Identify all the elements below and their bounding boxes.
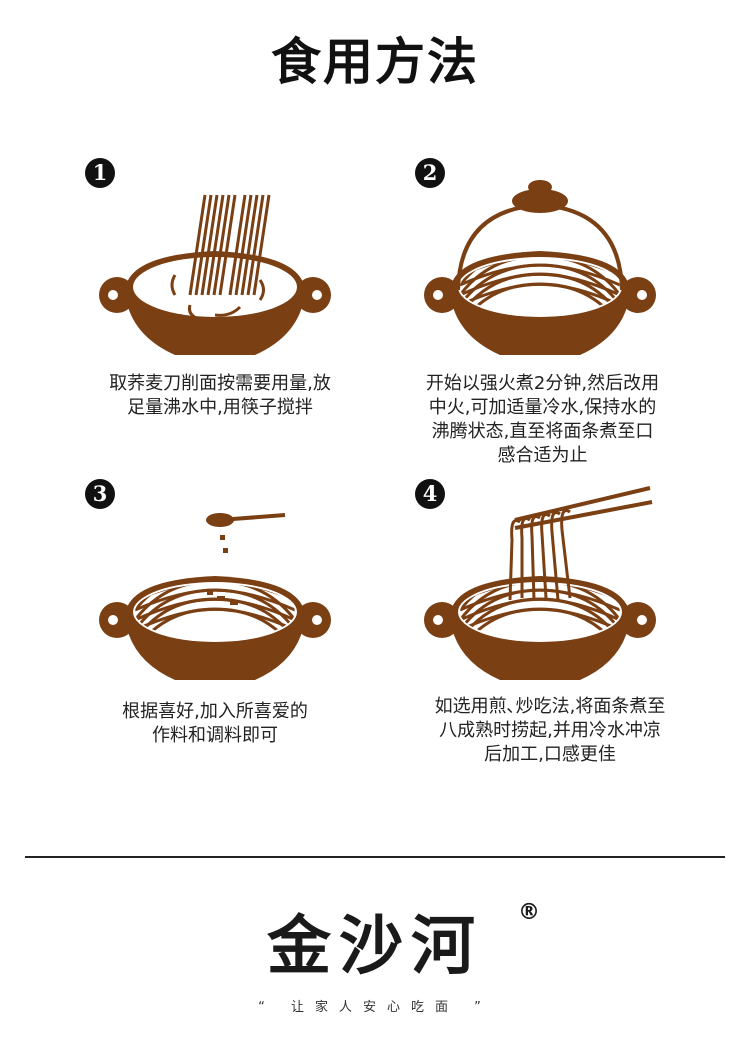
text-line: 足量沸水中,用筷子搅拌	[127, 397, 313, 418]
step-number-3: 3	[85, 479, 115, 509]
page-title: 食用方法	[271, 33, 479, 91]
step-1-description: 取荞麦刀削面按需要用量,放 足量沸水中,用筷子搅拌	[85, 372, 355, 420]
brand-logo: 金沙河	[267, 909, 483, 984]
step-number-4: 4	[415, 479, 445, 509]
registered-mark: ®	[518, 900, 540, 925]
text-line: 后加工,口感更佳	[484, 744, 616, 765]
text-line: 中火,可加适量冷水,保持水的	[428, 397, 657, 418]
pot-chopsticks-illustration	[424, 486, 656, 680]
step-number-2: 2	[415, 158, 445, 188]
step-number-1: 1	[85, 158, 115, 188]
text-line: 沸腾状态,直至将面条煮至口	[431, 421, 654, 442]
brand-tagline: “ 让家人安心吃面 ”	[258, 1000, 492, 1015]
text-line: 作料和调料即可	[152, 725, 278, 746]
text-line: 根据喜好,加入所喜爱的	[122, 701, 308, 722]
step-4-description: 如选用煎､炒吃法,将面条煮至 八成熟时捞起,并用冷水冲凉 后加工,口感更佳	[410, 695, 690, 767]
pot-with-lid-illustration	[424, 180, 656, 355]
text-line: 八成熟时捞起,并用冷水冲凉	[439, 720, 661, 741]
step-3-description: 根据喜好,加入所喜爱的 作料和调料即可	[90, 700, 340, 748]
pot-boiling-illustration	[99, 194, 331, 355]
step-2-description: 开始以强火煮2分钟,然后改用 中火,可加适量冷水,保持水的 沸腾状态,直至将面条…	[405, 372, 680, 468]
pot-seasoning-illustration	[99, 513, 331, 680]
divider	[25, 856, 725, 858]
text-line: 如选用煎､炒吃法,将面条煮至	[434, 696, 666, 717]
text-line: 开始以强火煮2分钟,然后改用	[425, 373, 660, 394]
text-line: 感合适为止	[497, 445, 588, 466]
text-line: 取荞麦刀削面按需要用量,放	[109, 373, 331, 394]
